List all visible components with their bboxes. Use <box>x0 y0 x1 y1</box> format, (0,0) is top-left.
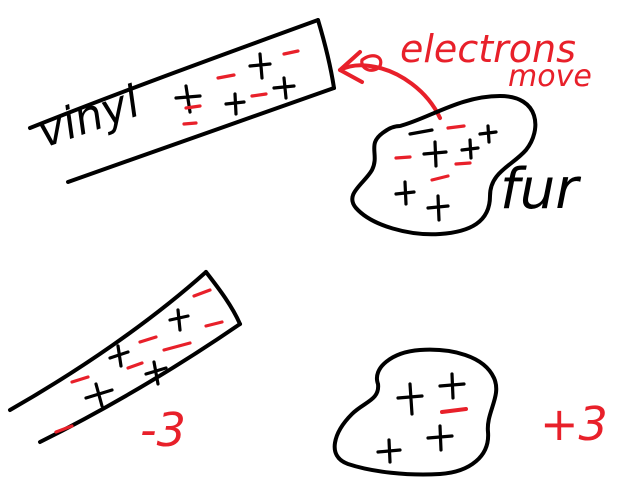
fur-charged <box>332 347 499 477</box>
vinyl-rod-right-edge <box>316 18 336 90</box>
vinyl-rod-bottom-edge <box>66 86 336 184</box>
charged-fur-charges <box>376 372 468 464</box>
arrow-head-icon <box>338 50 364 84</box>
plus-charge <box>460 138 480 160</box>
fur-top-stroke <box>408 128 434 136</box>
minus-charge <box>454 161 472 166</box>
minus-charge <box>192 288 212 298</box>
minus-charge <box>54 424 74 434</box>
plus-charge <box>84 382 114 408</box>
plus-charge <box>422 140 448 168</box>
move-label: move <box>508 59 592 94</box>
minus-charge <box>184 104 202 110</box>
minus-charge <box>250 92 268 98</box>
fur-charges <box>394 124 498 222</box>
minus-charge <box>182 121 198 126</box>
minus-charge <box>440 407 468 414</box>
plus-charge <box>438 372 466 400</box>
fur-piece <box>350 94 538 237</box>
plus-charge <box>272 76 296 100</box>
electrons-label: electrons <box>400 27 576 71</box>
minus-charge <box>430 174 450 182</box>
electrons-move-annotation: electrons move <box>338 27 592 120</box>
plus-charge <box>396 382 424 416</box>
fur-charge-label: +3 <box>540 397 608 451</box>
vinyl-rod-top <box>28 18 336 184</box>
minus-charge <box>216 73 236 80</box>
minus-charge <box>446 124 466 130</box>
plus-charge <box>426 424 454 452</box>
vinyl-rod-charges <box>174 49 300 126</box>
vinyl-label: vinyl <box>31 76 147 158</box>
charged-rod-top-edge <box>8 270 208 412</box>
plus-charge <box>478 124 498 144</box>
charged-rod-charges <box>54 288 224 434</box>
charged-fur-outline <box>332 347 499 477</box>
charged-rod-right-edge <box>204 270 242 326</box>
plus-charge <box>168 308 190 332</box>
minus-charge <box>162 341 192 352</box>
fur-label: fur <box>500 157 581 222</box>
plus-charge <box>248 52 272 80</box>
minus-charge <box>282 49 300 56</box>
vinyl-rod-charged <box>8 270 242 444</box>
minus-charge <box>138 335 158 344</box>
arrow-loop <box>360 54 383 72</box>
minus-charge <box>204 320 224 328</box>
minus-charge <box>70 375 90 384</box>
minus-charge <box>126 361 144 370</box>
vinyl-charge-label: -3 <box>140 403 186 457</box>
plus-charge <box>224 92 246 116</box>
plus-charge <box>376 438 402 464</box>
fur-outline <box>350 94 538 237</box>
electron-transfer-arrow <box>338 63 442 120</box>
vinyl-rod-top-edge <box>28 18 320 130</box>
plus-charge <box>426 194 450 222</box>
plus-charge <box>144 360 168 386</box>
plus-charge <box>108 344 130 368</box>
minus-charge <box>394 155 412 160</box>
plus-charge <box>394 180 416 206</box>
